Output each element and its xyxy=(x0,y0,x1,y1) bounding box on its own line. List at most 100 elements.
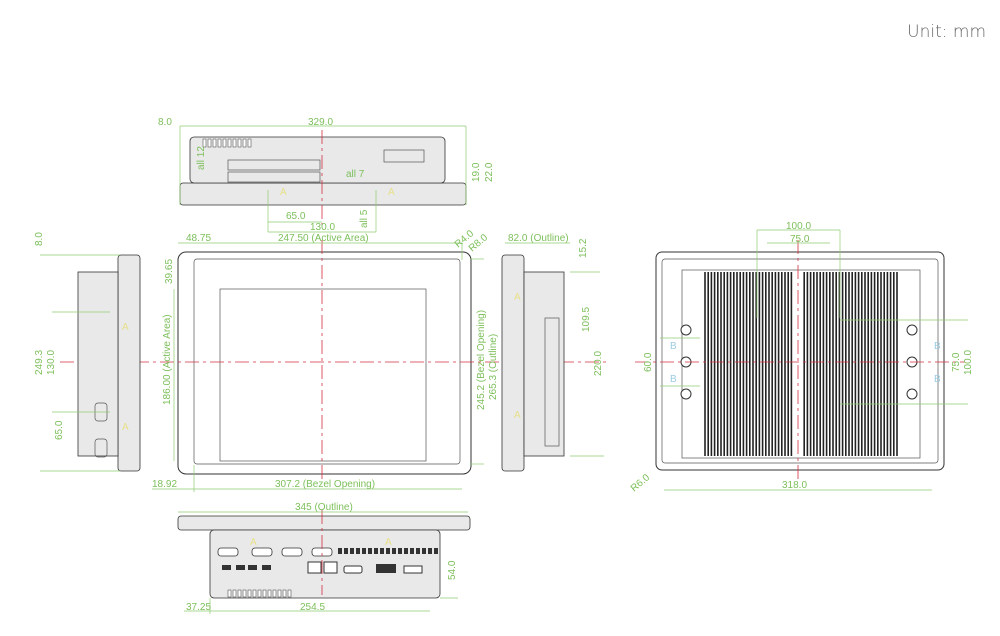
terminal-pin xyxy=(356,548,360,554)
dim-rear-60: 60.0 xyxy=(643,352,654,372)
heatsink-fin xyxy=(227,138,232,148)
right-side-view: 82.0 (Outline) 15.2 109.5 220.0 A A xyxy=(501,233,604,472)
dim-right-109-5: 109.5 xyxy=(581,307,592,332)
lan-port xyxy=(307,561,322,574)
bottom-view: 345 (Outline) 54.0 37.25 254.5 A A xyxy=(177,502,471,614)
marker-a: A xyxy=(388,187,395,198)
heatsink-fin xyxy=(227,589,232,598)
usb-port xyxy=(236,565,245,570)
dim-top-22: 22.0 xyxy=(484,162,495,182)
heatsink-fin xyxy=(242,138,247,148)
dim-top-65: 65.0 xyxy=(286,211,306,222)
mount-boss xyxy=(906,324,918,336)
heatsink-fin xyxy=(247,138,252,148)
front-view: 48.75 247.50 (Active Area) R4.0 R8.0 39.… xyxy=(60,228,610,492)
dim-top-8: 8.0 xyxy=(158,117,172,128)
terminal-pin xyxy=(344,548,348,554)
dim-top-all5: all 5 xyxy=(359,209,370,228)
terminal-pin xyxy=(350,548,354,554)
terminal-pin xyxy=(386,548,390,554)
mount-boss xyxy=(680,388,692,400)
heatsink-fin xyxy=(267,589,272,598)
heatsink-fin xyxy=(237,589,242,598)
dim-bottom-254-5: 254.5 xyxy=(300,602,325,613)
dim-front-bezel-height: 245.2 (Bezel Opening) xyxy=(476,310,487,410)
rear-view: 100.0 75.0 60.0 75.0 100.0 R6.0 318.0 B … xyxy=(629,221,974,494)
dim-right-15-2: 15.2 xyxy=(578,238,589,258)
heatsink-fin xyxy=(212,138,217,148)
serial-port xyxy=(251,547,273,557)
heatsink-fin xyxy=(232,589,237,598)
marker-b: B xyxy=(670,374,677,385)
dim-left-8: 8.0 xyxy=(34,232,45,246)
heatsink-fin xyxy=(242,589,247,598)
dim-rear-100-h: 100.0 xyxy=(786,221,811,232)
dim-top-130: 130.0 xyxy=(310,222,335,233)
lan-port xyxy=(323,561,338,574)
dim-rear-318: 318.0 xyxy=(782,480,807,491)
left-side-view: 8.0 249.3 130.0 65.0 A A xyxy=(34,232,141,472)
vga-port xyxy=(343,565,363,574)
dim-front-48-75: 48.75 xyxy=(186,233,211,244)
mount-boss xyxy=(906,388,918,400)
heatsink-fin xyxy=(222,138,227,148)
dvi-port xyxy=(376,564,396,573)
dim-rear-75-h: 75.0 xyxy=(790,234,810,245)
marker-a: A xyxy=(250,537,257,548)
dim-rear-75-v: 75.0 xyxy=(951,352,962,372)
terminal-pin xyxy=(416,548,420,554)
dim-right-220: 220.0 xyxy=(593,351,604,376)
usb-port xyxy=(222,565,231,570)
heatsink-fin xyxy=(202,138,207,148)
dim-front-outline-height: 265.3 (Outline) xyxy=(488,334,499,400)
heatsink-fin xyxy=(287,589,292,598)
heatsink-fin xyxy=(257,589,262,598)
heatsink-fin xyxy=(272,589,277,598)
dim-top-all12: all 12 xyxy=(196,146,207,170)
heatsink-fin xyxy=(282,589,287,598)
heatsink-fin xyxy=(277,589,282,598)
heatsink-fin xyxy=(217,138,222,148)
marker-a: A xyxy=(514,410,521,421)
serial-port xyxy=(217,547,239,557)
marker-b: B xyxy=(934,374,941,385)
dim-left-130: 130.0 xyxy=(46,350,57,375)
dim-front-active-width: 247.50 (Active Area) xyxy=(278,233,369,244)
marker-a: A xyxy=(514,292,521,303)
marker-b: B xyxy=(934,341,941,352)
marker-a: A xyxy=(385,537,392,548)
dim-top-329: 329.0 xyxy=(308,117,333,128)
marker-b: B xyxy=(670,341,677,352)
dim-bottom-54: 54.0 xyxy=(447,560,458,580)
dim-front-39-65: 39.65 xyxy=(164,259,175,284)
terminal-pin xyxy=(422,548,426,554)
terminal-pin xyxy=(398,548,402,554)
terminal-pin xyxy=(338,548,342,554)
bezel-opening xyxy=(193,258,461,465)
mount-boss xyxy=(680,324,692,336)
heatsink-fin xyxy=(207,138,212,148)
dim-bottom-37-25: 37.25 xyxy=(186,602,211,613)
terminal-pin xyxy=(362,548,366,554)
terminal-pin xyxy=(374,548,378,554)
terminal-pin xyxy=(428,548,432,554)
dim-front-18-92: 18.92 xyxy=(152,479,177,490)
dim-front-bezel-width: 307.2 (Bezel Opening) xyxy=(275,479,375,490)
dim-left-65: 65.0 xyxy=(54,420,65,440)
terminal-pin xyxy=(404,548,408,554)
unit-label: Unit: mm xyxy=(907,22,986,42)
heatsink-fin xyxy=(262,589,267,598)
dim-rear-100-v: 100.0 xyxy=(963,350,974,375)
marker-a: A xyxy=(280,187,287,198)
active-area xyxy=(219,288,427,462)
dim-top-19: 19.0 xyxy=(471,162,482,182)
marker-a: A xyxy=(122,422,129,433)
usb-port xyxy=(262,565,271,570)
heatsink-fin xyxy=(252,589,257,598)
dim-bottom-345: 345 (Outline) xyxy=(295,502,353,513)
dim-right-82: 82.0 (Outline) xyxy=(508,233,569,244)
serial-port xyxy=(281,547,303,557)
marker-a: A xyxy=(122,322,129,333)
dim-top-all7: all 7 xyxy=(346,169,365,180)
